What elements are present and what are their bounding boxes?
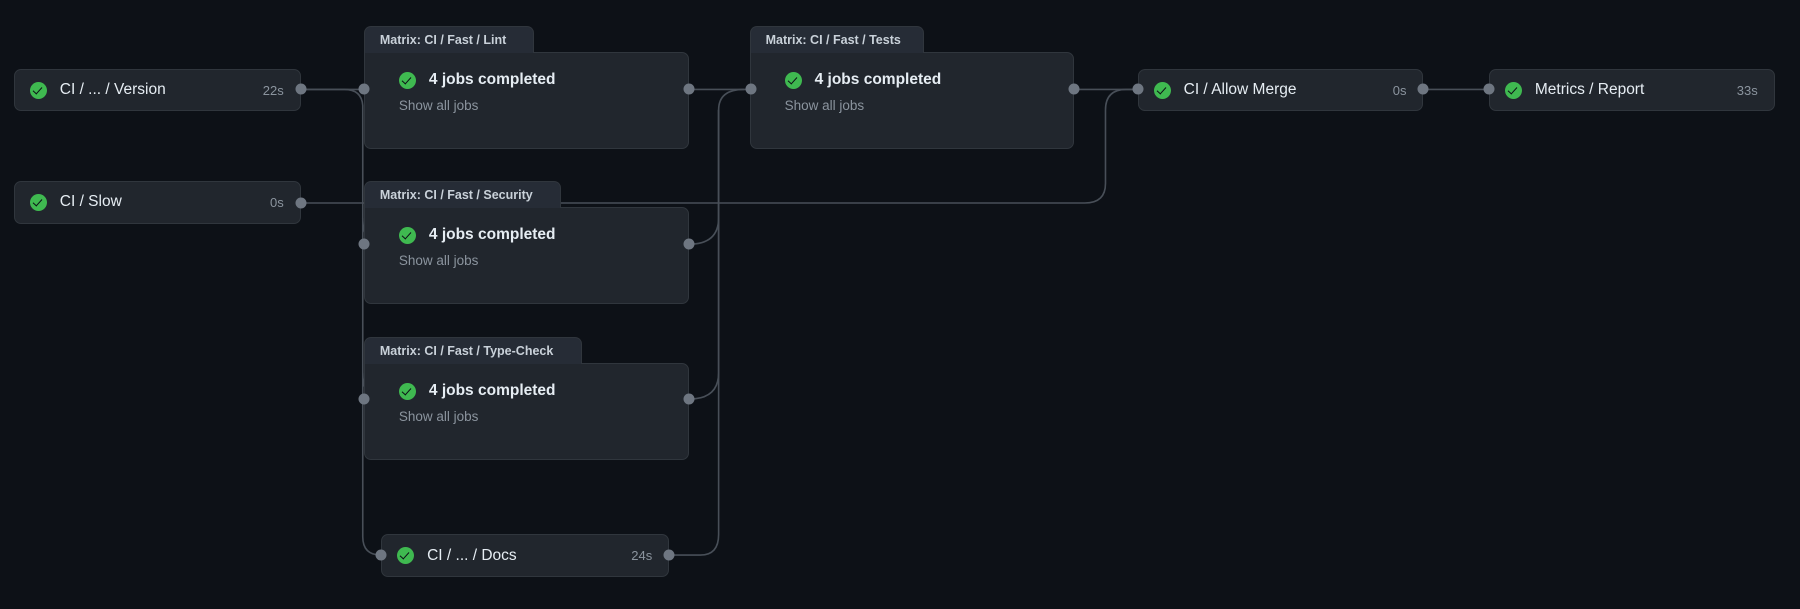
node-label: CI / Slow (59, 193, 122, 211)
edge-version-trunk (301, 89, 381, 555)
node-duration: 24s (631, 548, 653, 564)
check-circle-icon (1153, 81, 1171, 99)
workflow-node-docs[interactable]: CI / ... / Docs 24s (381, 534, 670, 577)
node-label: CI / Allow Merge (1183, 81, 1297, 99)
matrix-summary-row: 4 jobs completed (365, 364, 688, 400)
edge-security-to-tests (689, 89, 744, 244)
show-all-jobs-link[interactable]: Show all jobs (398, 253, 479, 269)
check-circle-icon (784, 71, 802, 89)
node-duration: 33s (1736, 82, 1758, 98)
node-label: CI / ... / Docs (427, 546, 517, 564)
check-circle-icon (1504, 81, 1522, 99)
matrix-summary-label: 4 jobs completed (428, 226, 556, 244)
matrix-group-header[interactable]: Matrix: CI / Fast / Security (363, 181, 562, 209)
matrix-group-header[interactable]: Matrix: CI / Fast / Tests (749, 26, 925, 54)
matrix-summary-label: 4 jobs completed (428, 71, 556, 89)
show-all-jobs-link[interactable]: Show all jobs (398, 98, 479, 114)
node-duration: 0s (1392, 82, 1407, 98)
check-circle-icon (398, 71, 416, 89)
edge-type-check-to-tests (689, 110, 719, 399)
check-circle-icon (29, 193, 47, 211)
workflow-node-version[interactable]: CI / ... / Version 22s (13, 68, 301, 112)
matrix-group-matrix-lint: Matrix: CI / Fast / Lint 4 jobs completed… (363, 26, 689, 152)
port-version-out[interactable] (295, 83, 307, 95)
matrix-summary-row: 4 jobs completed (365, 208, 688, 244)
port-allow-merge-out[interactable] (1417, 83, 1429, 95)
node-label: Metrics / Report (1534, 81, 1645, 99)
port-tests-in[interactable] (745, 83, 757, 95)
show-all-jobs-link[interactable]: Show all jobs (784, 98, 865, 114)
port-lint-out[interactable] (683, 83, 695, 95)
port-docs-out[interactable] (663, 549, 675, 561)
matrix-group-header[interactable]: Matrix: CI / Fast / Type-Check (363, 337, 582, 365)
check-circle-icon (398, 382, 416, 400)
show-all-jobs-link[interactable]: Show all jobs (398, 409, 479, 425)
port-docs-in[interactable] (375, 549, 387, 561)
matrix-group-matrix-security: Matrix: CI / Fast / Security 4 jobs compl… (363, 181, 689, 307)
matrix-summary-row: 4 jobs completed (365, 53, 688, 89)
port-slow-out[interactable] (295, 197, 307, 209)
port-allow-merge-in[interactable] (1132, 83, 1144, 95)
node-duration: 22s (262, 82, 284, 98)
port-security-in[interactable] (358, 238, 370, 250)
matrix-summary-label: 4 jobs completed (428, 382, 556, 400)
port-tests-out[interactable] (1068, 83, 1080, 95)
matrix-group-title: Matrix: CI / Fast / Tests (765, 33, 901, 48)
matrix-group-title: Matrix: CI / Fast / Type-Check (379, 344, 554, 359)
check-circle-icon (397, 547, 415, 565)
port-lint-in[interactable] (358, 83, 370, 95)
port-security-out[interactable] (683, 238, 695, 250)
matrix-summary-label: 4 jobs completed (814, 71, 942, 89)
port-type-check-out[interactable] (683, 393, 695, 405)
matrix-group-title: Matrix: CI / Fast / Security (379, 188, 533, 203)
node-duration: 0s (270, 194, 284, 210)
matrix-group-matrix-type-check: Matrix: CI / Fast / Type-Check 4 jobs com… (363, 337, 689, 463)
port-type-check-in[interactable] (358, 393, 370, 405)
matrix-summary-row: 4 jobs completed (751, 53, 1074, 89)
matrix-group-title: Matrix: CI / Fast / Lint (379, 33, 507, 48)
edge-docs-to-tests (669, 110, 718, 555)
node-label: CI / ... / Version (59, 81, 166, 99)
workflow-node-allow-merge[interactable]: CI / Allow Merge 0s (1137, 68, 1424, 112)
port-metrics-report-in[interactable] (1483, 83, 1495, 95)
matrix-group-header[interactable]: Matrix: CI / Fast / Lint (363, 26, 534, 54)
matrix-group-matrix-tests: Matrix: CI / Fast / Tests 4 jobs complete… (749, 26, 1075, 152)
workflow-node-slow[interactable]: CI / Slow 0s (13, 181, 301, 224)
check-circle-icon (29, 81, 47, 99)
workflow-node-metrics-report[interactable]: Metrics / Report 33s (1488, 68, 1775, 112)
check-circle-icon (398, 226, 416, 244)
